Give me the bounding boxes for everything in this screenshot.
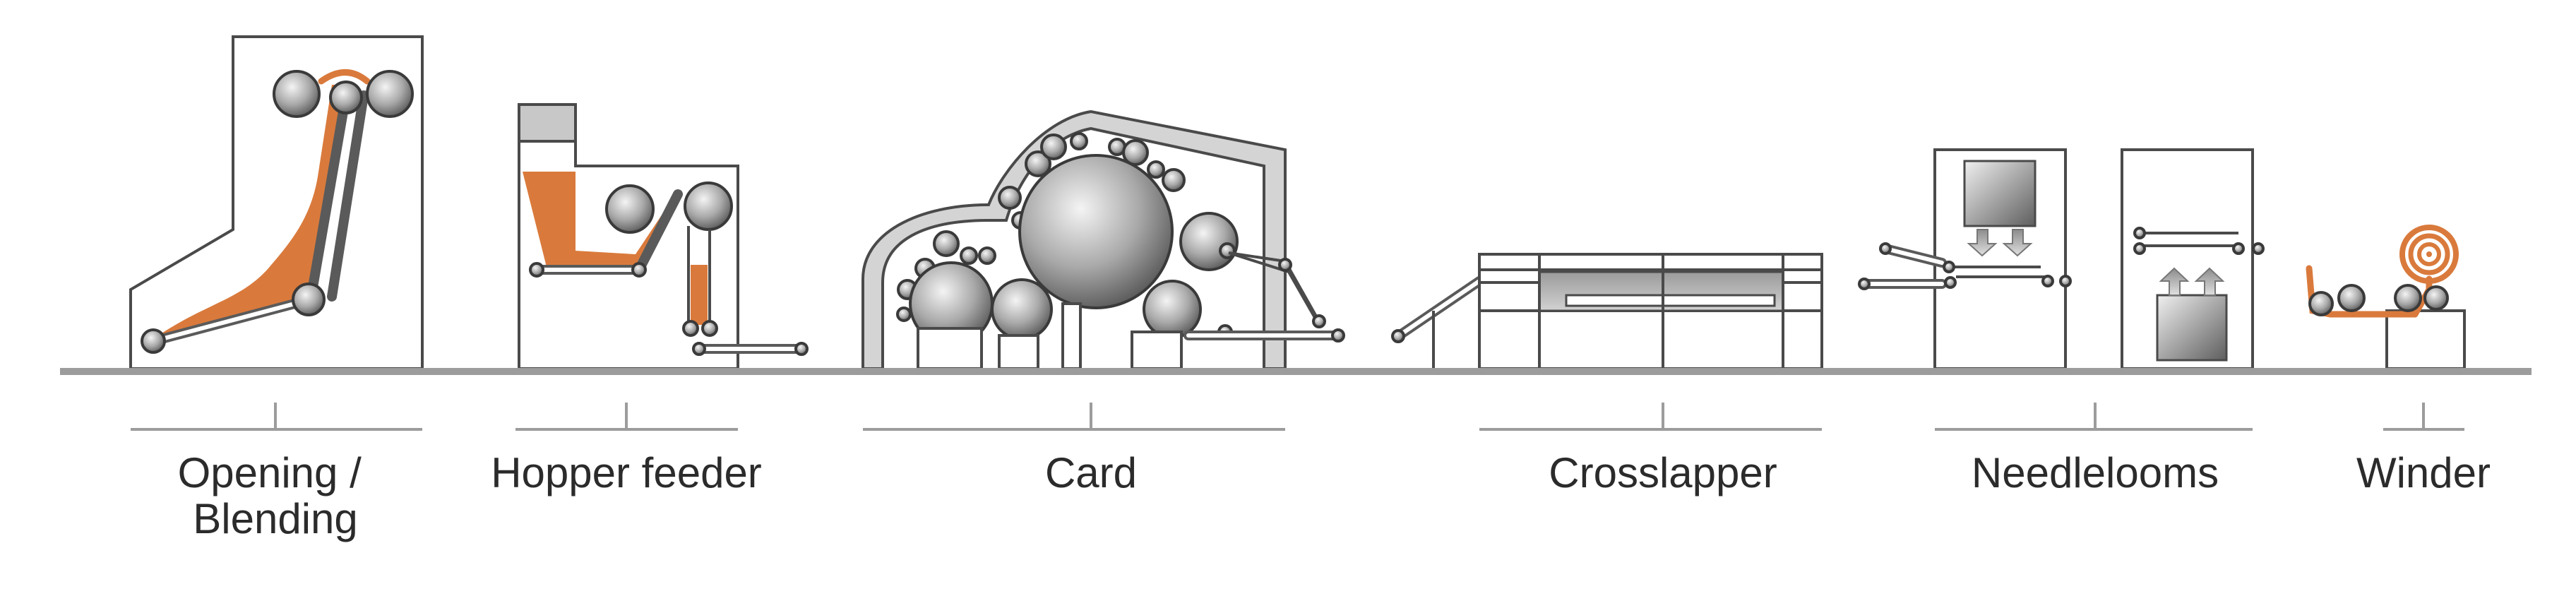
label-needlelooms: Needlelooms: [1972, 449, 2219, 496]
card-doffer: [1179, 212, 1239, 271]
label-opening-line2: Blending: [193, 495, 358, 542]
opener-roll-right: [366, 70, 414, 118]
label-card: Card: [1045, 449, 1137, 496]
card-machine: [861, 109, 1345, 370]
fabric-roll-icon: [2399, 225, 2459, 284]
opener-roll-left: [273, 70, 321, 118]
needleloom-1: [1858, 148, 2072, 370]
crosslapper-machine: [1391, 253, 1823, 370]
hopper-roll-right: [684, 181, 733, 231]
hopper-roll-left: [605, 184, 655, 234]
label-crosslapper: Crosslapper: [1549, 449, 1777, 496]
label-opening-blending: Opening / Blending: [178, 449, 374, 542]
hopper-feeder-machine: [518, 103, 809, 370]
winder-machine: [2306, 225, 2466, 370]
card-main-cylinder: [1018, 154, 1174, 309]
opening-blending-machine: [129, 35, 424, 370]
label-opening-line1: Opening /: [178, 449, 362, 496]
opener-roll-mid: [329, 81, 363, 114]
label-hopper-feeder: Hopper feeder: [491, 449, 762, 496]
stage-brackets: [131, 403, 2464, 431]
label-winder: Winder: [2356, 449, 2491, 496]
needleloom-2: [2121, 148, 2265, 370]
